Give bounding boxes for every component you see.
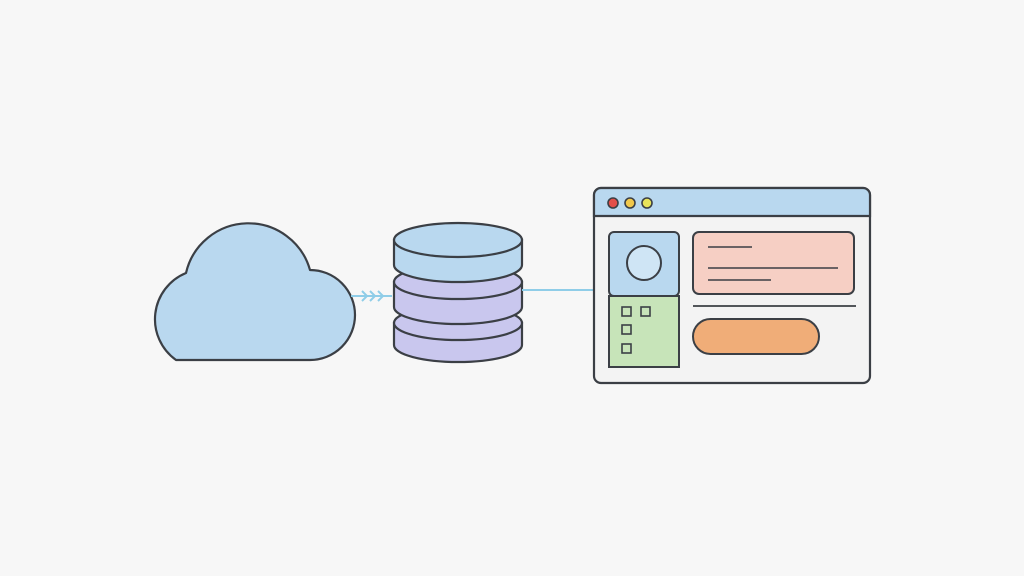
- grid-square-icon: [621, 343, 632, 354]
- chevron-right-icon: [377, 290, 385, 302]
- browser-window-icon: [592, 186, 872, 385]
- grid-square-icon: [621, 324, 632, 335]
- browser-titlebar: [592, 186, 872, 218]
- browser-sidebar: [608, 231, 680, 368]
- cloud-shape: [153, 222, 357, 362]
- close-window-dot-icon: [607, 197, 619, 209]
- grid-square-icon: [640, 306, 651, 317]
- grid-panel: [608, 295, 680, 368]
- cloud-icon: [153, 222, 357, 362]
- cloud-to-database-connector: [351, 290, 392, 302]
- database-icon: [392, 221, 524, 364]
- chevron-right-icon: [369, 290, 377, 302]
- maximize-window-dot-icon: [641, 197, 653, 209]
- browser-content: [692, 231, 856, 355]
- chevron-right-icon: [361, 290, 369, 302]
- avatar-icon: [626, 245, 662, 281]
- text-card: [692, 231, 855, 295]
- action-button[interactable]: [692, 318, 820, 355]
- grid-square-icon: [621, 306, 632, 317]
- minimize-window-dot-icon: [624, 197, 636, 209]
